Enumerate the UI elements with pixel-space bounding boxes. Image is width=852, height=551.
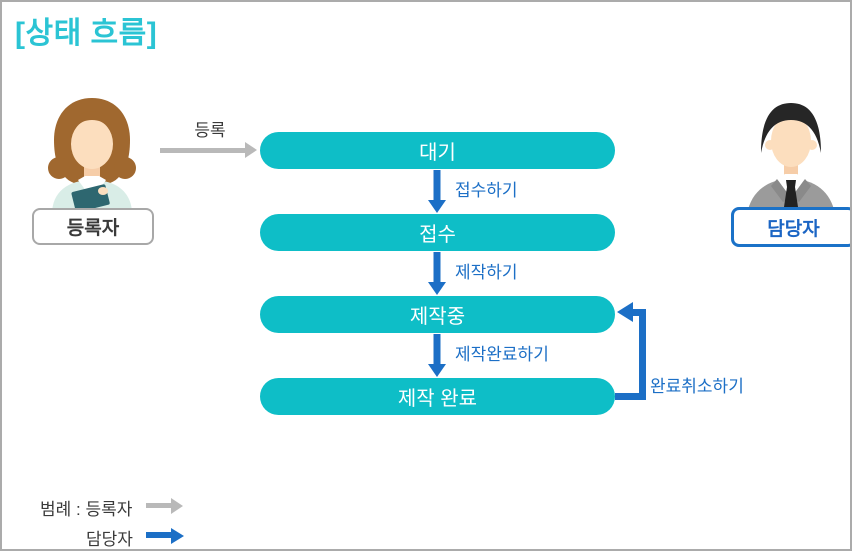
legend-registrant-label: 등록자 (85, 500, 133, 519)
diagram-title: [상태 흐름] (15, 17, 158, 50)
state-received: 접수 (260, 214, 615, 251)
state-waiting: 대기 (260, 132, 615, 169)
cancel-loop-arrow-bottom (615, 393, 646, 400)
registrant-label: 등록자 (32, 208, 154, 245)
receive-arrow (428, 170, 446, 213)
legend-manager-label: 담당자 (86, 530, 133, 549)
legend-registrant-arrow-icon (146, 498, 184, 514)
cancel-loop-arrow-top (632, 309, 646, 316)
legend-registrant-row: 범례 : 등록자 (40, 495, 132, 520)
register-arrow-head (245, 142, 257, 158)
legend-manager-arrow-icon (146, 528, 184, 544)
manager-label-text: 담당자 (767, 218, 820, 240)
state-production-complete: 제작 완료 (260, 378, 615, 415)
woman-icon (48, 98, 136, 214)
state-waiting-text: 대기 (419, 142, 456, 164)
transition-label-produce: 제작하기 (455, 263, 518, 282)
manager-label: 담당자 (731, 207, 850, 247)
cancel-loop-arrow-head (617, 302, 633, 322)
complete-production-arrow (428, 334, 446, 377)
legend-prefix: 범례 : (40, 500, 81, 519)
transition-label-complete-production: 제작완료하기 (455, 345, 549, 364)
registrant-label-text: 등록자 (66, 218, 120, 239)
man-icon (747, 103, 835, 214)
transition-label-register: 등록 (194, 121, 226, 140)
registrant-avatar (42, 94, 142, 219)
transition-label-receive: 접수하기 (455, 181, 518, 200)
state-in-production-text: 제작중 (409, 306, 466, 328)
produce-arrow (428, 252, 446, 295)
state-in-production: 제작중 (260, 296, 615, 333)
register-arrow (160, 142, 257, 159)
register-arrow-shaft (160, 148, 246, 153)
cancel-loop-arrow-vertical (639, 309, 646, 400)
state-received-text: 접수 (419, 224, 456, 246)
state-production-complete-text: 제작 완료 (397, 388, 478, 410)
manager-avatar (739, 99, 844, 219)
transition-label-cancel-completion: 완료취소하기 (650, 377, 744, 396)
